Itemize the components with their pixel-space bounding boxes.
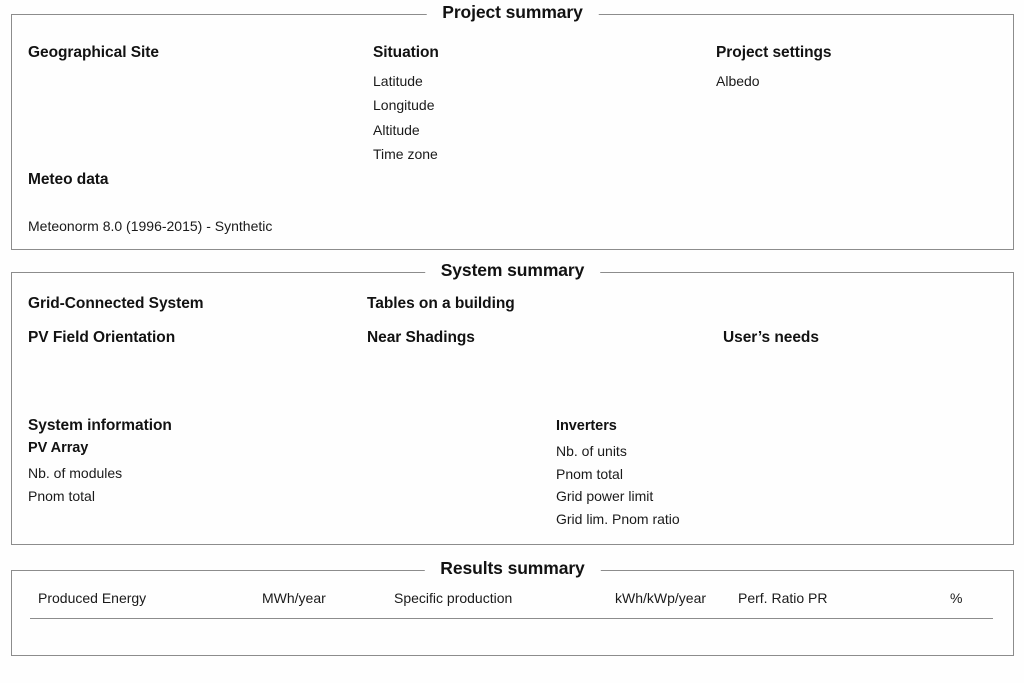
panel-title-results-summary: Results summary bbox=[424, 558, 601, 579]
heading-near-shadings: Near Shadings bbox=[367, 329, 475, 346]
results-header-row: Produced Energy MWh/year Specific produc… bbox=[12, 571, 1013, 606]
results-unit-perf-ratio-pr: % bbox=[950, 590, 963, 606]
panel-system-summary: System summary Grid-Connected System Tab… bbox=[11, 260, 1014, 545]
list-pv-array: Nb. of modules Pnom total bbox=[28, 462, 122, 507]
heading-inverters: Inverters bbox=[556, 418, 617, 434]
results-label-produced-energy: Produced Energy bbox=[38, 590, 147, 606]
heading-system-information: System information bbox=[28, 417, 172, 434]
results-unit-specific-production: kWh/kWp/year bbox=[615, 590, 707, 606]
label-grid-power-limit: Grid power limit bbox=[556, 488, 654, 505]
panel-title-system-summary: System summary bbox=[424, 260, 601, 281]
label-nb-of-modules: Nb. of modules bbox=[28, 465, 123, 481]
panel-body-project-summary: Geographical Site Situation Latitude Lon… bbox=[12, 15, 1013, 249]
label-grid-lim-pnom-ratio: Grid lim. Pnom ratio bbox=[556, 510, 680, 527]
list-situation: Latitude Longitude Altitude Time zone bbox=[373, 69, 438, 167]
results-table-divider bbox=[30, 618, 993, 619]
heading-users-needs: User’s needs bbox=[723, 329, 819, 346]
label-nb-of-units: Nb. of units bbox=[556, 443, 627, 459]
panel-title-project-summary: Project summary bbox=[426, 2, 599, 23]
label-altitude: Altitude bbox=[373, 121, 420, 138]
label-albedo: Albedo bbox=[716, 73, 760, 89]
panel-project-summary: Project summary Geographical Site Situat… bbox=[11, 2, 1014, 250]
heading-pv-array: PV Array bbox=[28, 440, 89, 456]
label-longitude: Longitude bbox=[373, 97, 435, 114]
heading-grid-connected-system: Grid-Connected System bbox=[28, 295, 204, 312]
panel-results-summary: Results summary Produced Energy MWh/year… bbox=[11, 558, 1014, 656]
heading-meteo-data: Meteo data bbox=[28, 171, 109, 188]
label-inverter-pnom-total: Pnom total bbox=[556, 465, 623, 482]
results-unit-produced-energy: MWh/year bbox=[262, 590, 326, 606]
heading-tables-on-a-building: Tables on a building bbox=[367, 295, 515, 312]
heading-project-settings: Project settings bbox=[716, 44, 832, 61]
panel-body-system-summary: Grid-Connected System Tables on a buildi… bbox=[12, 273, 1013, 544]
results-label-specific-production: Specific production bbox=[394, 590, 513, 606]
meteo-source-value: Meteonorm 8.0 (1996-2015) - Synthetic bbox=[28, 218, 273, 234]
results-label-perf-ratio-pr: Perf. Ratio PR bbox=[738, 590, 828, 606]
heading-pv-field-orientation: PV Field Orientation bbox=[28, 329, 176, 346]
panel-body-results-summary: Produced Energy MWh/year Specific produc… bbox=[12, 571, 1013, 655]
label-pv-pnom-total: Pnom total bbox=[28, 487, 95, 504]
label-latitude: Latitude bbox=[373, 73, 423, 89]
list-inverters: Nb. of units Pnom total Grid power limit… bbox=[556, 440, 680, 530]
list-project-settings: Albedo bbox=[716, 69, 760, 93]
heading-geographical-site: Geographical Site bbox=[28, 44, 159, 61]
heading-situation: Situation bbox=[373, 44, 439, 61]
label-time-zone: Time zone bbox=[373, 146, 438, 163]
